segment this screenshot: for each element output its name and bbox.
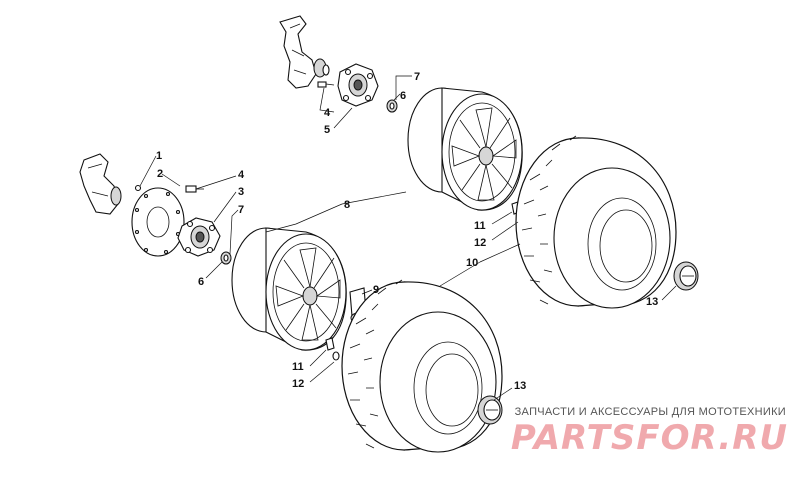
callout-4-upper: 4	[324, 107, 331, 119]
callout-6-upper: 6	[400, 90, 406, 102]
brake-disc	[131, 187, 185, 257]
lower-tire	[341, 279, 503, 453]
watermark-tagline: ЗАПЧАСТИ И АКСЕССУАРЫ ДЛЯ МОТОТЕХНИКИ	[514, 406, 786, 418]
upper-tire	[515, 135, 677, 309]
left-hub	[177, 217, 221, 257]
callout-7-upper: 7	[414, 71, 420, 83]
callout-11-lower: 11	[292, 361, 304, 373]
callout-12-upper: 12	[474, 237, 486, 249]
upper-hub-cap	[673, 261, 699, 291]
upper-hub	[337, 63, 379, 107]
lower-hub-cap	[477, 395, 503, 425]
left-knuckle	[79, 153, 122, 215]
upper-knuckle	[279, 15, 330, 89]
lower-valve-stem	[325, 337, 335, 351]
lower-wheel-rim	[231, 227, 347, 351]
left-wheel-stud	[185, 185, 204, 193]
lower-valve-cap	[332, 351, 340, 361]
callout-1: 1	[156, 150, 162, 162]
left-lug-nut	[220, 251, 232, 265]
callout-13-upper: 13	[646, 296, 658, 308]
upper-lug-nut	[386, 99, 398, 113]
callout-2: 2	[157, 168, 163, 180]
watermark-logo: PARTSFOR.RU	[510, 418, 788, 458]
callouts: 1 2 4 3 7 6 7 6 4 5 8 9 10 11 12 11 12 1…	[156, 71, 658, 392]
callout-10: 10	[466, 257, 478, 269]
callout-3: 3	[238, 186, 244, 198]
upper-wheel-stud	[317, 81, 335, 88]
callout-9: 9	[373, 284, 379, 296]
callout-4-left: 4	[238, 169, 245, 181]
callout-13-lower: 13	[514, 380, 526, 392]
upper-wheel-rim	[407, 87, 523, 211]
callout-11-upper: 11	[474, 220, 486, 232]
disc-bolt	[134, 184, 142, 192]
callout-6-left: 6	[198, 276, 204, 288]
callout-5: 5	[324, 124, 330, 136]
callout-7-left: 7	[238, 204, 244, 216]
callout-8: 8	[344, 199, 350, 211]
callout-12-lower: 12	[292, 378, 304, 390]
leader-lines	[139, 75, 677, 401]
